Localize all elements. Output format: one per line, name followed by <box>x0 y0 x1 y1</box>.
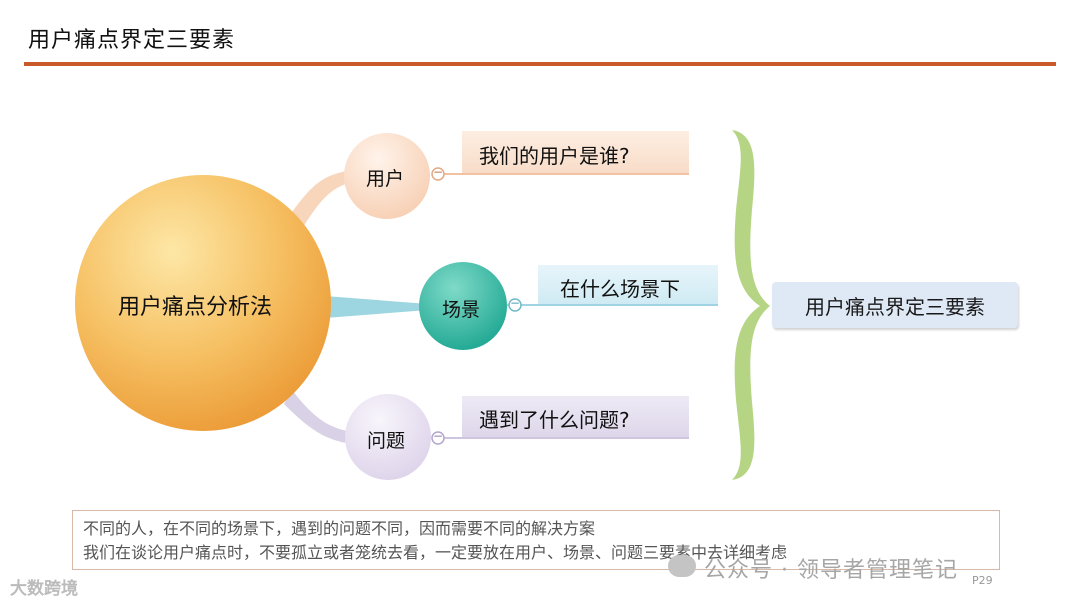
note-line-2: 我们在谈论用户痛点时，不要孤立或者笼统去看，一定要放在用户、场景、问题三要素中去… <box>83 543 788 562</box>
collapse-toggle-problem <box>431 431 445 445</box>
problem-node-label: 问题 <box>367 430 406 452</box>
collapse-symbol-user[interactable]: − <box>433 165 444 179</box>
page-title: 用户痛点界定三要素 <box>28 28 236 53</box>
watermark-left: 大数跨境 <box>10 579 78 599</box>
collapse-symbol-problem[interactable]: − <box>433 429 444 443</box>
connector-user <box>290 170 352 232</box>
user-detail-label: 我们的用户是谁? <box>479 144 630 168</box>
scene-node-label: 场景 <box>442 299 481 321</box>
detail-box-user <box>462 131 689 174</box>
watermark-right: 公众号 · 领导者管理笔记 <box>704 558 958 583</box>
detail-box-problem <box>462 396 689 438</box>
summary-label: 用户痛点界定三要素 <box>805 294 985 319</box>
scene-detail-label: 在什么场景下 <box>560 277 680 301</box>
summary-brace <box>732 130 770 480</box>
detail-box-scene <box>538 265 718 305</box>
user-node-circle <box>344 133 430 219</box>
center-node-label: 用户痛点分析法 <box>118 295 273 320</box>
scene-node-circle <box>419 262 507 350</box>
connector-scene <box>325 296 428 318</box>
problem-node-circle <box>345 394 431 480</box>
collapse-toggle-user <box>431 167 445 181</box>
problem-detail-label: 遇到了什么问题? <box>479 408 630 432</box>
center-node-circle <box>75 175 331 431</box>
note-line-1: 不同的人，在不同的场景下，遇到的问题不同，因而需要不同的解决方案 <box>83 519 596 538</box>
wechat-icon <box>668 555 696 577</box>
page-number: P29 <box>972 574 993 587</box>
connector-problem <box>284 390 352 444</box>
summary-box: 用户痛点界定三要素 <box>772 282 1018 328</box>
user-node-label: 用户 <box>366 168 405 190</box>
collapse-symbol-scene[interactable]: − <box>510 296 521 310</box>
title-divider <box>24 62 1056 66</box>
note-box: 不同的人，在不同的场景下，遇到的问题不同，因而需要不同的解决方案 我们在谈论用户… <box>72 510 1000 570</box>
collapse-toggle-scene <box>508 298 522 312</box>
